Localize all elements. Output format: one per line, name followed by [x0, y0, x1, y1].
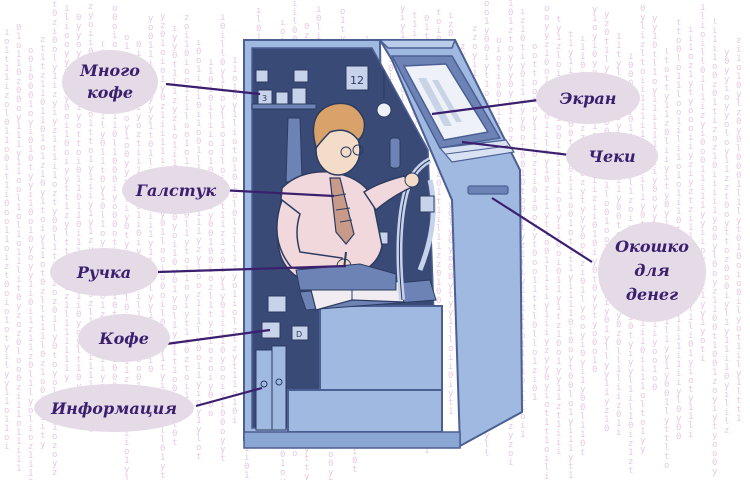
document-binder	[272, 346, 286, 430]
label-ekran: Экран	[560, 89, 617, 108]
label-cheki: Чеки	[588, 147, 635, 166]
shelf-cup	[294, 70, 308, 82]
label-okoshko-line3: денег	[626, 285, 678, 304]
shelf-cup	[276, 92, 288, 104]
label-mnogo-kofe-line1: Много	[79, 61, 140, 80]
label-galstuk: Галстук	[135, 181, 216, 200]
label-kofe: Кофе	[98, 329, 149, 348]
bubble-mnogo-kofe	[62, 50, 158, 114]
floor-cup	[268, 296, 286, 312]
calendar-number: 12	[350, 74, 364, 87]
clerk-hand	[405, 173, 419, 187]
label-okoshko-line2: для	[634, 261, 670, 280]
cup-shelf	[252, 104, 316, 109]
light-bulb-icon	[377, 103, 391, 117]
label-informatsiya: Информация	[50, 399, 177, 418]
svg-text:D: D	[296, 330, 302, 339]
label-mnogo-kofe-line2: кофе	[87, 83, 133, 102]
label-okoshko-line1: Окошко	[615, 237, 689, 256]
hanging-cloth	[286, 118, 302, 182]
atm-base	[244, 432, 460, 448]
atm-lower-box	[320, 306, 442, 390]
atm-base-drawer	[288, 390, 442, 432]
label-ruchka: Ручка	[76, 263, 131, 282]
wall-phone	[390, 138, 400, 168]
svg-text:3: 3	[262, 94, 267, 103]
atm-money-slot	[468, 186, 508, 194]
desk-cup	[420, 196, 434, 212]
atm-top	[380, 40, 455, 48]
shelf-cup	[292, 88, 306, 104]
shelf-cup	[256, 70, 268, 82]
